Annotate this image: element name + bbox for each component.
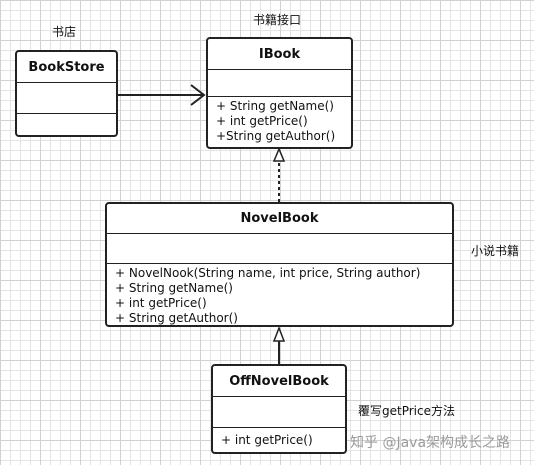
- class-operations: + NovelNook(String name, int price, Stri…: [107, 264, 452, 325]
- class-name: NovelBook: [107, 204, 452, 234]
- operation-item: +String getAuthor(): [216, 129, 336, 143]
- offnovelbook-note: 覆写getPrice方法: [358, 404, 455, 418]
- bookstore-note: 书店: [52, 25, 77, 39]
- operation-item: + String getName(): [216, 99, 334, 113]
- class-attributes: [208, 70, 351, 97]
- operation-item: + String getName(): [115, 281, 233, 295]
- class-bookstore[interactable]: BookStore: [15, 50, 118, 137]
- class-operations: + String getName() + int getPrice() +Str…: [208, 97, 351, 147]
- operation-item: + String getAuthor(): [115, 311, 238, 325]
- ibook-note: 书籍接口: [253, 13, 302, 27]
- operation-item: + int getPrice(): [216, 114, 308, 128]
- class-ibook[interactable]: IBook + String getName() + int getPrice(…: [206, 37, 353, 149]
- realization-arrowhead: [272, 147, 286, 162]
- class-operations: + int getPrice(): [213, 428, 345, 452]
- class-attributes: [17, 83, 116, 114]
- class-name: BookStore: [17, 52, 116, 83]
- association-arrowhead: [190, 84, 206, 106]
- operation-item: + NovelNook(String name, int price, Stri…: [115, 266, 421, 280]
- operation-item: + int getPrice(): [221, 433, 313, 447]
- class-novelbook[interactable]: NovelBook + NovelNook(String name, int p…: [105, 202, 454, 327]
- watermark-text: 知乎 @Java架构成长之路: [350, 435, 511, 451]
- class-attributes: [213, 397, 345, 428]
- class-attributes: [107, 234, 452, 264]
- class-operations: [17, 114, 116, 135]
- novelbook-note: 小说书籍: [471, 244, 520, 258]
- class-offnovelbook[interactable]: OffNovelBook + int getPrice(): [211, 364, 347, 454]
- operation-item: + int getPrice(): [115, 296, 207, 310]
- class-name: OffNovelBook: [213, 366, 345, 397]
- class-name: IBook: [208, 39, 351, 70]
- generalization-arrowhead: [272, 325, 286, 342]
